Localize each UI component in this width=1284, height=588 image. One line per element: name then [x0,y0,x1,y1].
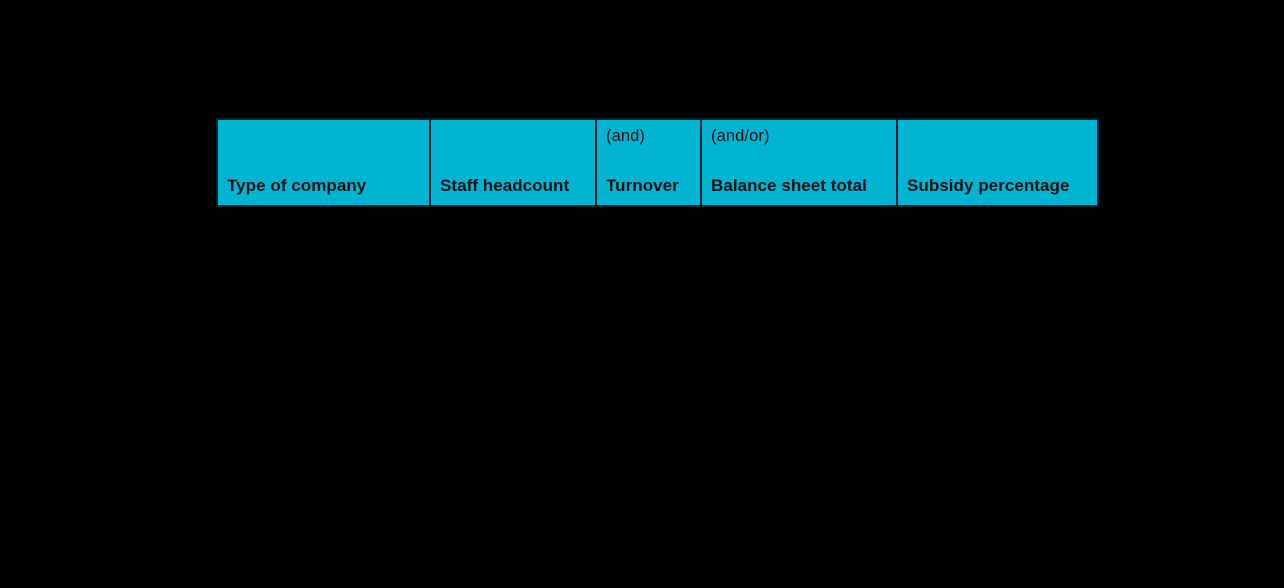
column-header-type-of-company: Type of company [216,118,431,207]
column-qualifier-turnover: (and) [606,127,646,145]
column-header-staff-headcount: Staff headcount [429,118,597,207]
column-label-staff-headcount: Staff headcount [440,176,570,195]
column-header-balance-sheet-total: (and/or) Balance sheet total [700,118,898,207]
column-header-turnover: (and) Turnover [595,118,702,207]
column-label-balance-sheet-total: Balance sheet total [711,176,867,195]
company-criteria-table: Type of company Staff headcount (and) Tu… [216,118,1099,207]
column-label-subsidy-percentage: Subsidy percentage [907,176,1070,195]
column-label-type-of-company: Type of company [227,176,367,195]
column-qualifier-balance-sheet-total: (and/or) [711,127,770,145]
column-label-turnover: Turnover [606,176,679,195]
column-header-subsidy-percentage: Subsidy percentage [896,118,1099,207]
table-header-row: Type of company Staff headcount (and) Tu… [216,118,1099,207]
